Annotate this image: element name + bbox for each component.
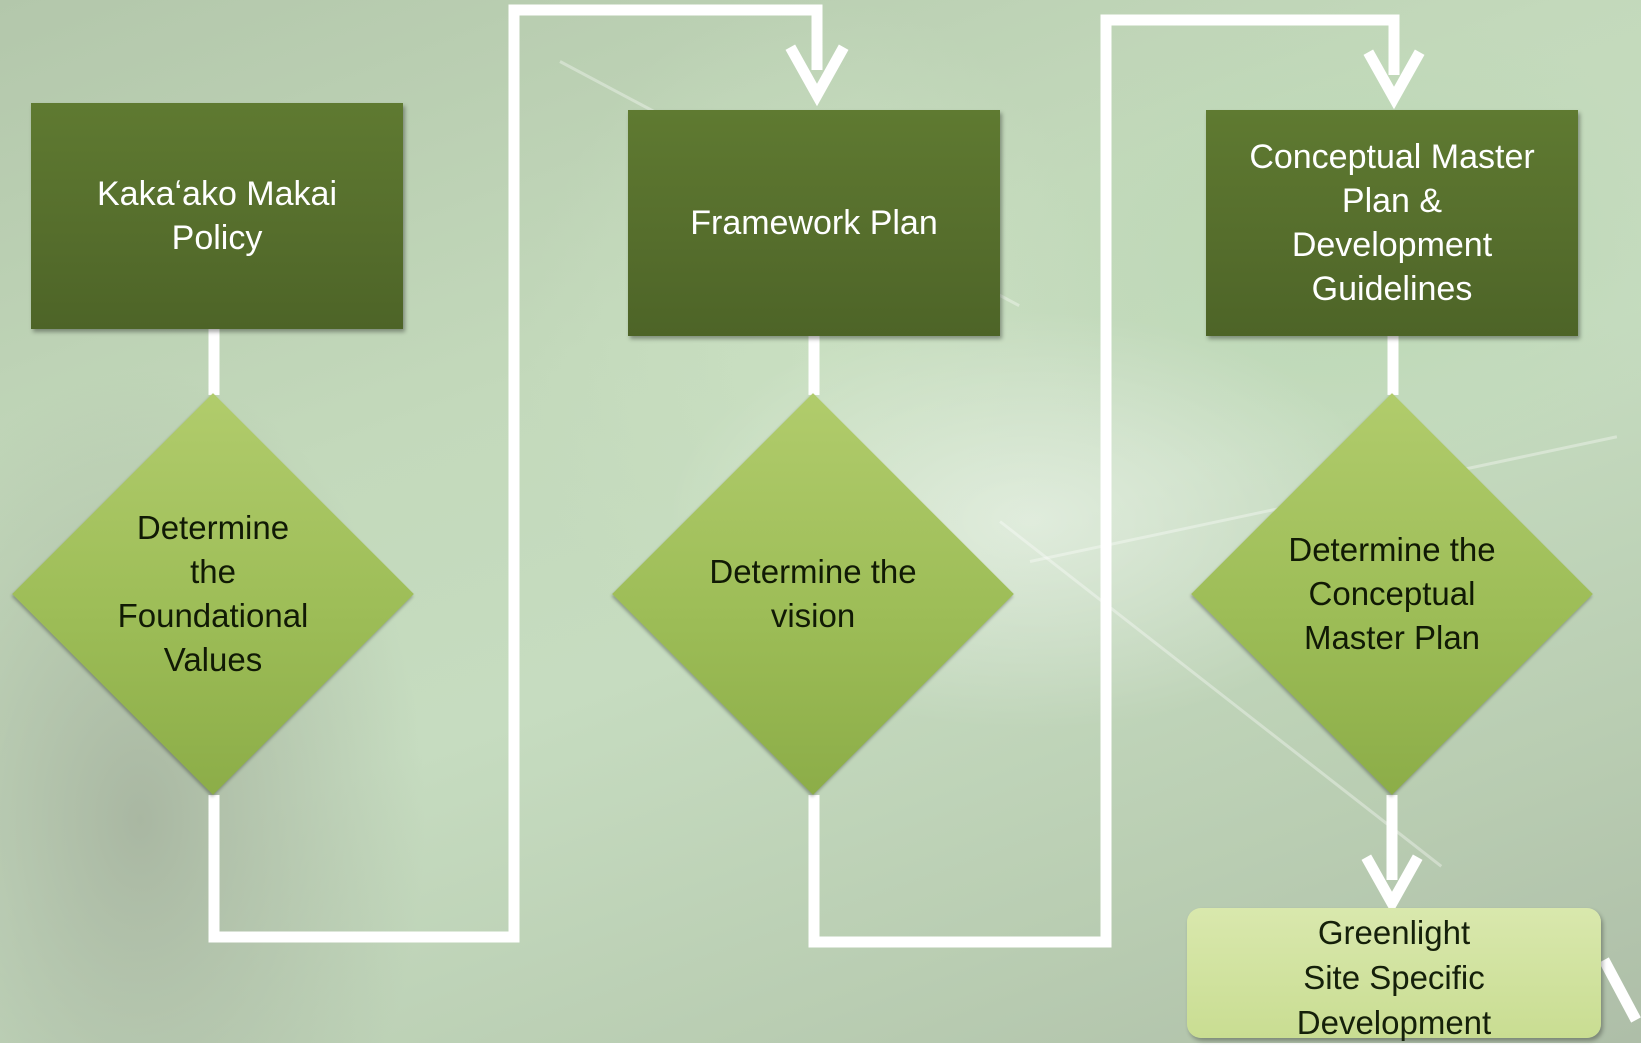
arrowhead-3	[1361, 854, 1423, 915]
decision-1-diamond: Determine the Foundational Values	[10, 391, 416, 797]
stage-3-box: Conceptual Master Plan & Development Gui…	[1206, 110, 1578, 336]
decision-1-label: Determine the Foundational Values	[117, 509, 309, 678]
stage-3-label: Conceptual Master Plan & Development Gui…	[1249, 138, 1535, 308]
connector-tail	[1599, 957, 1641, 1023]
decision-2-diamond: Determine the vision	[610, 391, 1016, 797]
stage-1-label: Kakaʻako Makai Policy	[96, 175, 337, 257]
stage-2-label: Framework Plan	[690, 204, 938, 242]
arrowhead-1	[785, 44, 849, 107]
connector-1b	[208, 4, 823, 943]
decision-3-diamond: Determine the Conceptual Master Plan	[1189, 391, 1595, 797]
outcome-label: Greenlight Site Specific Development	[1296, 914, 1492, 1041]
connector-2b	[808, 14, 1400, 948]
stage-2-box: Framework Plan	[628, 110, 1000, 336]
stage-1-box: Kakaʻako Makai Policy	[31, 103, 403, 329]
decision-3-label: Determine the Conceptual Master Plan	[1288, 531, 1496, 656]
decision-2-label: Determine the vision	[709, 553, 917, 634]
arrowhead-2	[1363, 49, 1425, 110]
outcome-box: Greenlight Site Specific Development	[1187, 908, 1601, 1041]
